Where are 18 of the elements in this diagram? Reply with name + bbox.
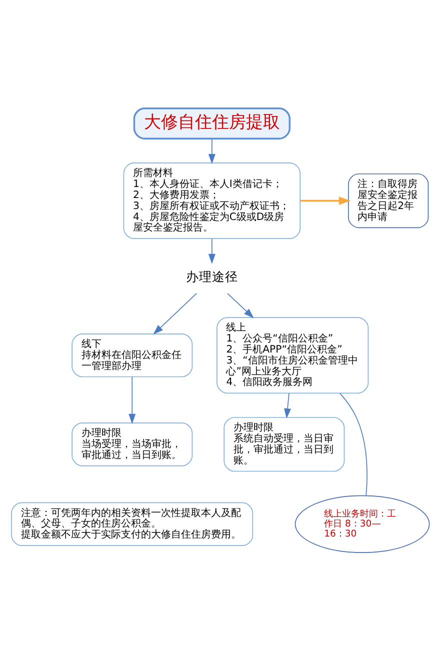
arrow xyxy=(208,138,216,164)
arrow xyxy=(227,292,254,318)
node-box: 注：自取得房屋安全鉴定报告之日起2年内申请 xyxy=(348,172,429,228)
node-box: 办理时限 当场受理，当场审批，审批通过，当日到账。 xyxy=(72,422,193,466)
arrow xyxy=(208,238,216,264)
node-box: 大修自住住房提取 xyxy=(133,107,290,139)
node-box: 注意：可凭两年内的相关资料一次性提取本人及配偶、父母、子女的住房公积金。 提取金额不应大于实际支付的大修自住住房费用。 xyxy=(11,502,254,546)
node-box: 所需材料 1、本人身份证、本人I类借记卡； 2、大修费用发票； 3、房屋所有权证或不动产权证书； 4、房屋危险性鉴定为C级或D级房屋安全鉴定报告。 xyxy=(123,162,301,238)
node-box: 办理时限 系统自动受理，当日审批，审批通过，当日到账。 xyxy=(224,416,345,472)
arrow xyxy=(284,392,292,418)
arrow xyxy=(300,196,351,204)
node-ellipse: 线上业务时间：工作日 8：30—16：30 xyxy=(294,494,430,552)
connector xyxy=(339,392,368,496)
arrow xyxy=(128,376,136,424)
arrow xyxy=(153,292,197,334)
node-box: 线下 持材料在信阳公积金任一管理部办理 xyxy=(72,333,193,377)
node-box: 线上 1、公众号“信阳公积金” 2、手机APP“信阳公积金” 3、“信阳市住房公积金管理中心”网上业务大厅 4、信阳政务服务网 xyxy=(216,316,369,394)
node-text: 办理途径 xyxy=(186,268,238,284)
